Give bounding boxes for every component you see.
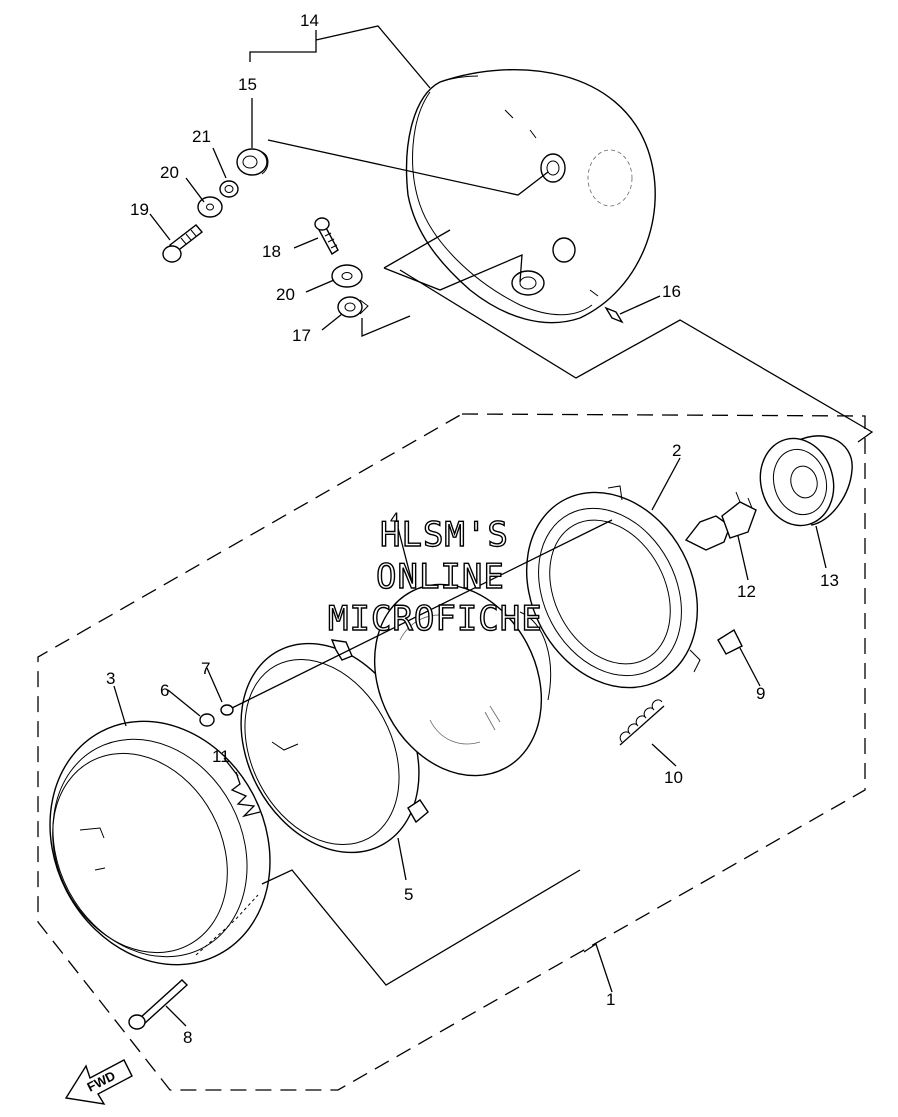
watermark-line-3: MICROFICHE <box>328 599 543 639</box>
callout-9: 9 <box>756 684 765 703</box>
watermark-line-1: HLSM'S <box>380 515 509 555</box>
bolt-part-18 <box>314 217 339 256</box>
leader-lines <box>113 25 874 1027</box>
callout-20-lower: 20 <box>276 285 295 304</box>
callout-5: 5 <box>404 885 413 904</box>
callout-2: 2 <box>672 441 681 460</box>
callout-10: 10 <box>664 768 683 787</box>
spring-part-10 <box>619 699 665 746</box>
screw-part-16 <box>604 306 624 324</box>
callout-13: 13 <box>820 571 839 590</box>
callout-14: 14 <box>300 11 319 30</box>
callout-19: 19 <box>130 200 149 219</box>
socket-cover-part-13 <box>759 435 853 527</box>
callout-20-upper: 20 <box>160 163 179 182</box>
washer-part-7 <box>220 704 234 716</box>
callout-7: 7 <box>201 659 210 678</box>
screw-part-8 <box>128 979 189 1030</box>
adjuster-part-9 <box>717 628 743 655</box>
callout-17: 17 <box>292 326 311 345</box>
grommet-part-15 <box>236 148 269 176</box>
callout-1: 1 <box>606 990 615 1009</box>
callout-21: 21 <box>192 127 211 146</box>
washer-part-20-lower <box>331 264 363 288</box>
bulb-part-12 <box>684 491 757 551</box>
callout-4: 4 <box>390 509 399 528</box>
rim-part-3 <box>49 720 271 966</box>
screw-part-6 <box>199 713 215 727</box>
bolt-part-19 <box>162 224 204 263</box>
callout-3: 3 <box>106 669 115 688</box>
callout-18: 18 <box>262 242 281 261</box>
callout-11: 11 <box>212 747 230 766</box>
callout-6: 6 <box>160 681 169 700</box>
callout-12: 12 <box>737 582 756 601</box>
collar-part-21 <box>219 180 239 198</box>
watermark: HLSM'S ONLINE MICROFICHE <box>327 514 543 639</box>
grommet-part-17 <box>337 296 369 318</box>
watermark-line-2: ONLINE <box>376 557 505 597</box>
spring-clip-part-11 <box>230 771 261 818</box>
washer-part-20-upper <box>197 196 223 218</box>
callout-8: 8 <box>183 1028 192 1047</box>
fwd-direction-arrow: FWD <box>64 1059 133 1105</box>
headlight-housing-part-14 <box>405 68 656 324</box>
callout-16: 16 <box>662 282 681 301</box>
assembly-boundary-dashed <box>37 413 866 1091</box>
lens-unit-part-4 <box>373 583 552 777</box>
callout-15: 15 <box>238 75 257 94</box>
